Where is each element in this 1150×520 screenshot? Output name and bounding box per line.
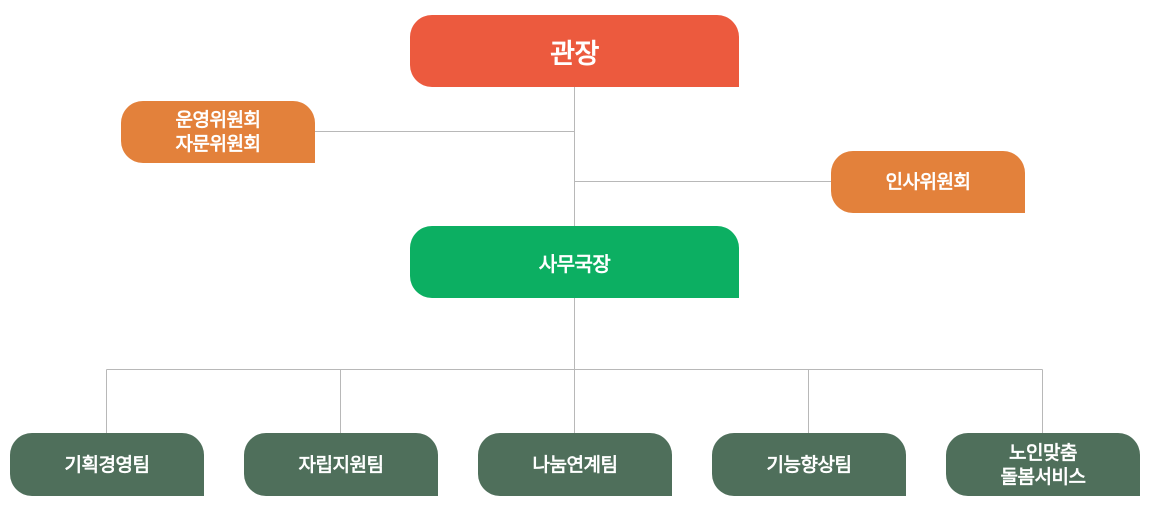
team-label: 자립지원팀 [298,453,384,476]
team-node-2: 자립지원팀 [244,433,438,496]
operations-committee-node: 운영위원회 자문위원회 [121,101,315,163]
director-node: 사무국장 [410,226,739,298]
head-node: 관장 [410,15,739,87]
head-label: 관장 [550,38,599,70]
hr-committee-node: 인사위원회 [831,151,1025,213]
hr-committee-label: 인사위원회 [885,171,971,193]
team-label-line1: 노인맞춤 [1009,441,1077,464]
team-node-1: 기획경영팀 [10,433,204,496]
team-label: 나눔연계팀 [532,453,618,476]
team-label-line2: 돌봄서비스 [1000,465,1086,488]
team-label: 기능향상팀 [766,453,852,476]
operations-committee-label: 운영위원회 [175,109,261,131]
team-label: 기획경영팀 [64,453,150,476]
director-label: 사무국장 [538,251,611,276]
team-node-5: 노인맞춤 돌봄서비스 [946,433,1140,496]
team-node-4: 기능향상팀 [712,433,906,496]
advisory-committee-label: 자문위원회 [175,133,261,155]
team-node-3: 나눔연계팀 [478,433,672,496]
